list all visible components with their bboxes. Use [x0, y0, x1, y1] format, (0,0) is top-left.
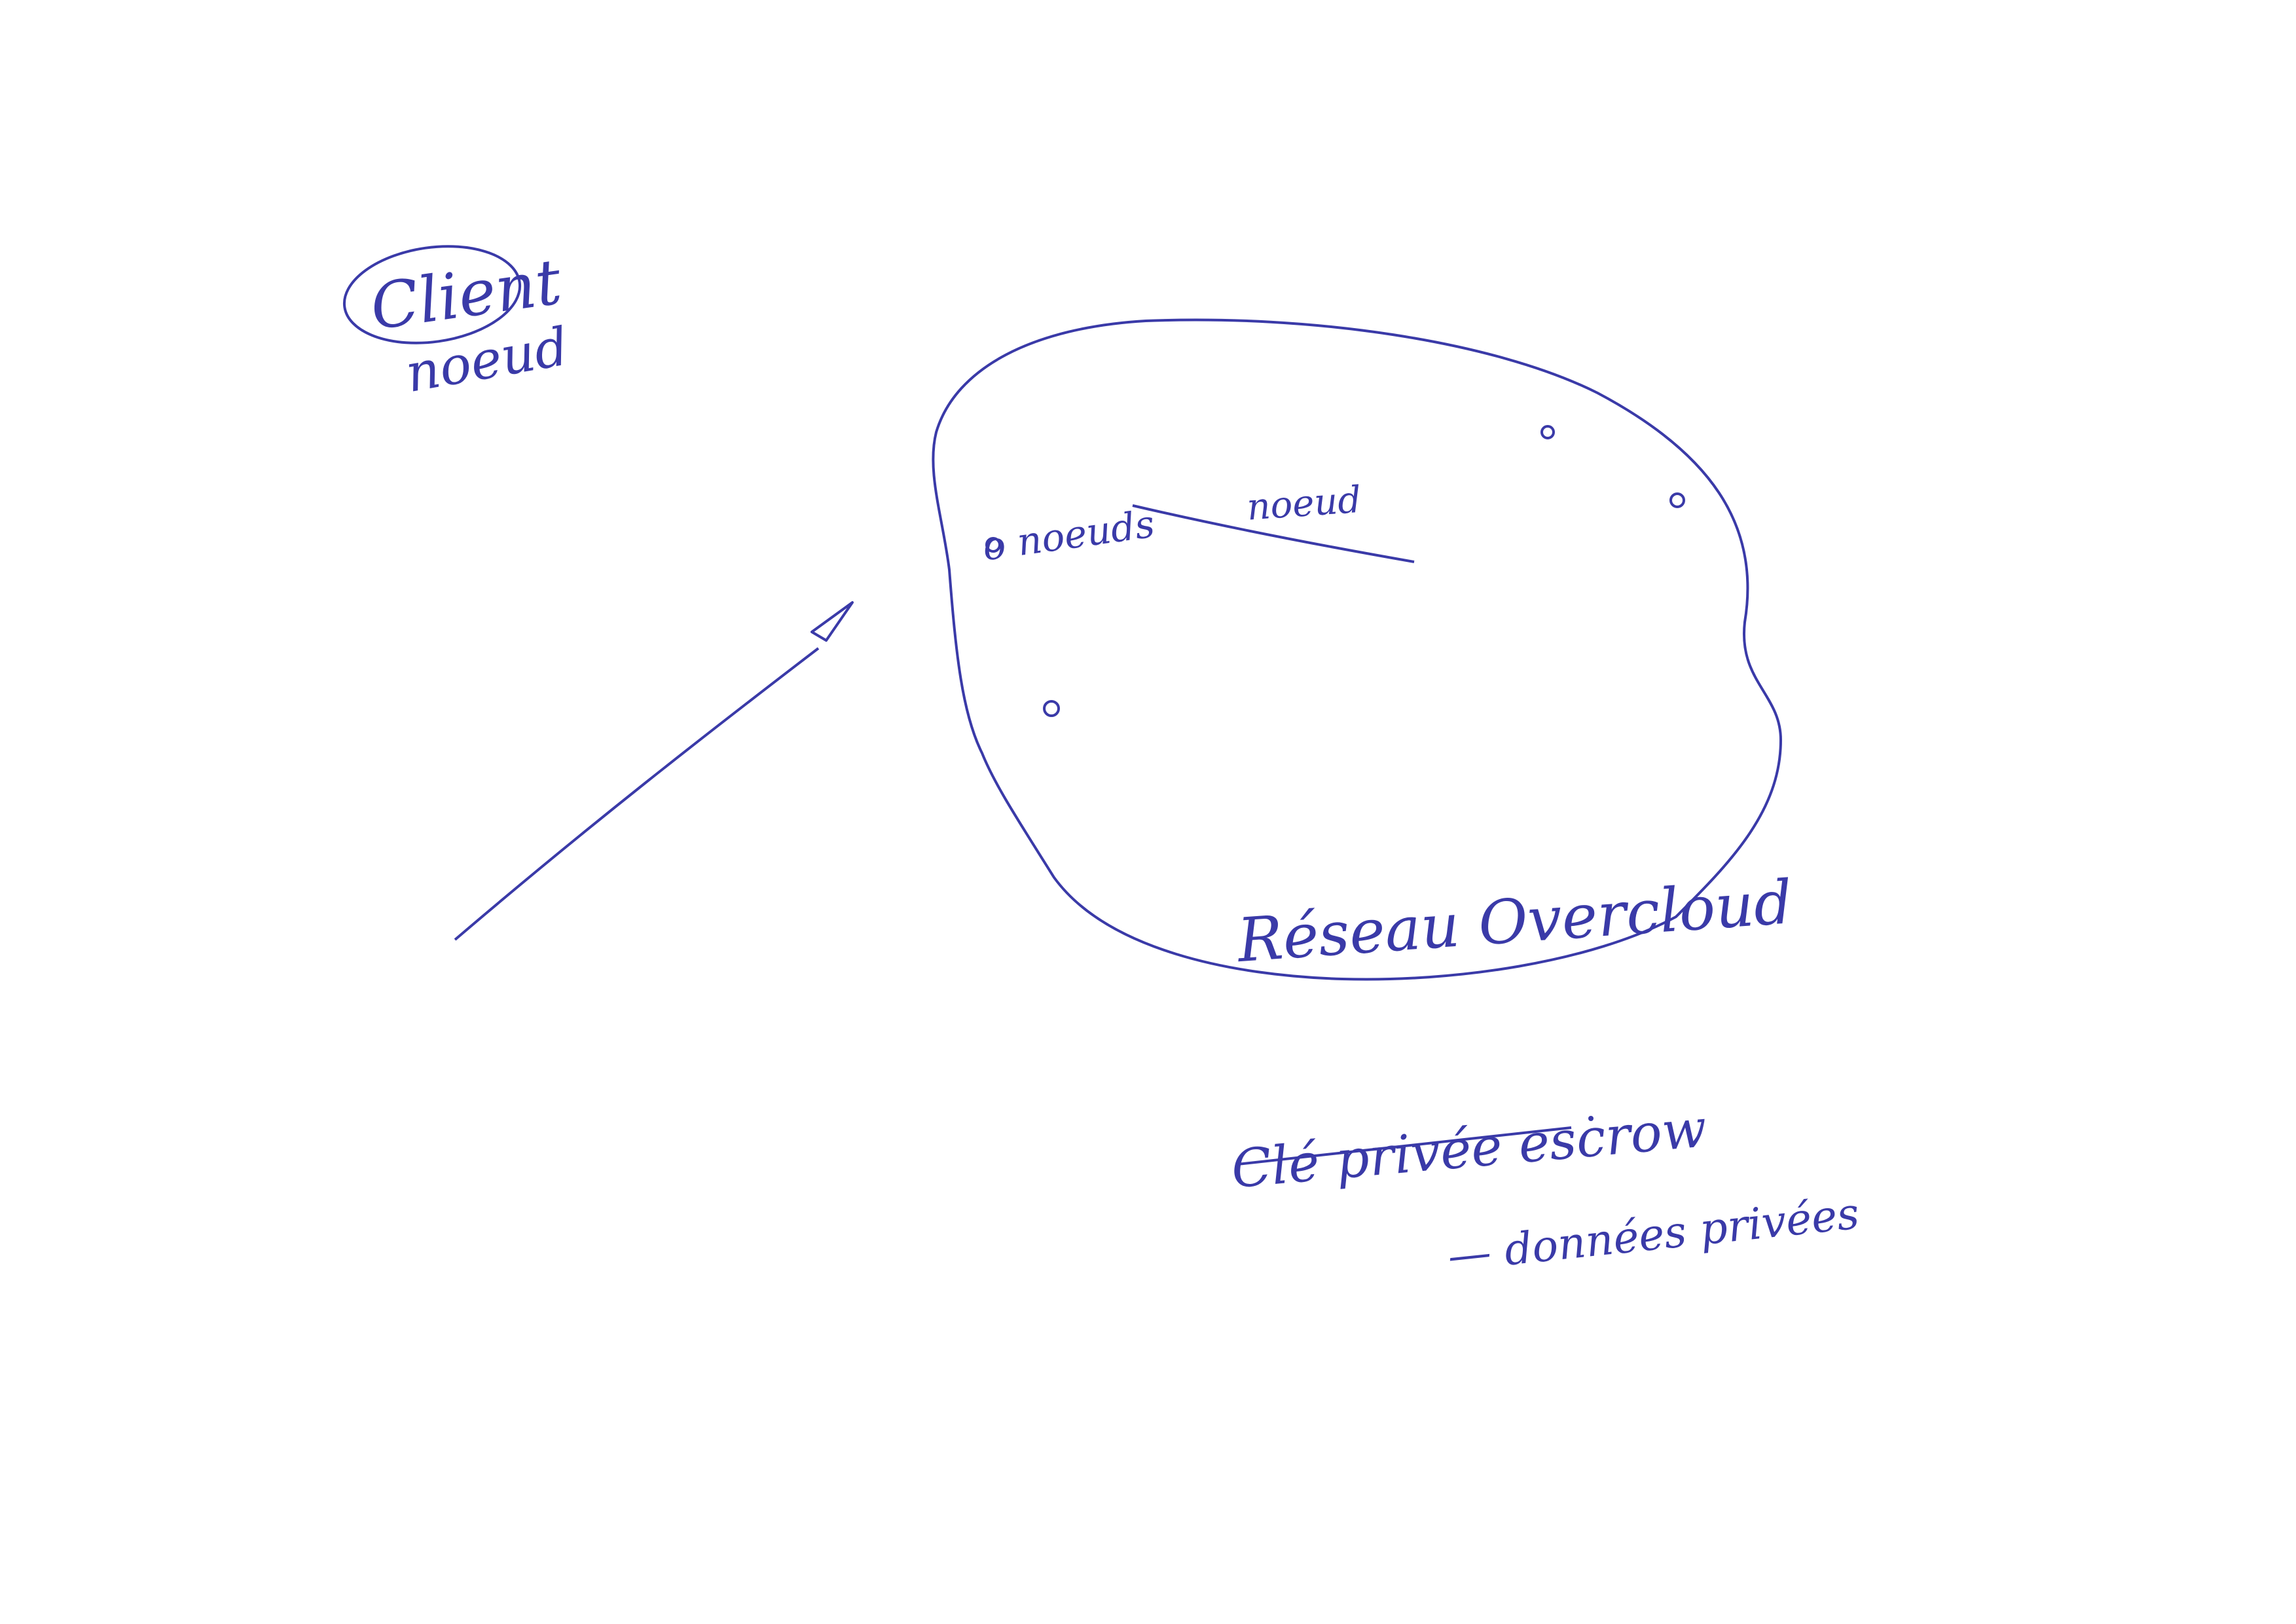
client-arrow — [454, 647, 820, 941]
escrow-strike-line — [1237, 1126, 1572, 1166]
client-circle — [342, 245, 522, 344]
node-link-line — [1132, 504, 1415, 563]
arrowhead-icon — [811, 601, 854, 642]
overcloud-network-shape — [932, 318, 1783, 981]
node-circle-bottom — [1043, 700, 1060, 717]
escrow-key-label: Clé privée escrow — [1229, 1098, 1709, 1200]
network-label: Réseau Overcloud — [1234, 867, 1795, 976]
escrow-dot — [1588, 1116, 1594, 1121]
private-data-label: — données privées — [1446, 1188, 1862, 1282]
node-link-label: noeud — [1245, 479, 1362, 529]
node-circle-top — [1540, 425, 1555, 439]
node-circle-right — [1669, 492, 1685, 508]
node-left-label: o noeuds — [980, 501, 1157, 569]
node-circle-left — [985, 537, 1001, 553]
